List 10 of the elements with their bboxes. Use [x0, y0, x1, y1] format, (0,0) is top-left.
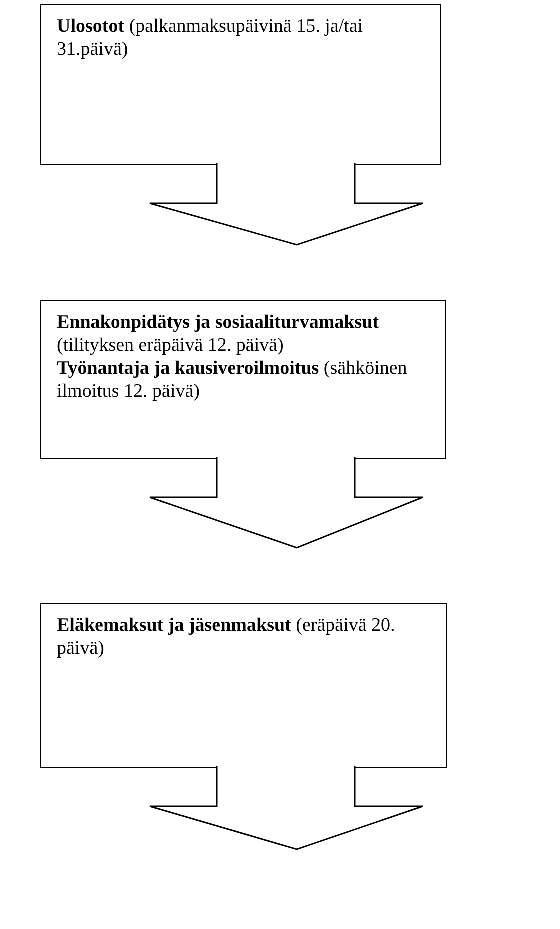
callout-box	[40, 4, 441, 165]
callout-text: Ennakonpidätys ja sosiaaliturvamaksut (tilityksen eräpäivä 12. päivä)	[57, 311, 380, 357]
block-arrow	[149, 766, 424, 850]
callout-box	[40, 300, 446, 459]
callout-text: Eläkemaksut ja jäsenmaksut (eräpäivä 20. päivä)	[57, 614, 396, 660]
block-arrow	[149, 162, 424, 246]
callout-box	[40, 603, 447, 768]
block-arrow	[149, 456, 424, 549]
callout-text: Työnantaja ja kausiveroilmoitus (sähköinen ilmoitus 12. päivä)	[57, 357, 408, 403]
callout-text: Ulosotot (palkanmaksupäivinä 15. ja/tai 31.päivä)	[57, 15, 364, 61]
